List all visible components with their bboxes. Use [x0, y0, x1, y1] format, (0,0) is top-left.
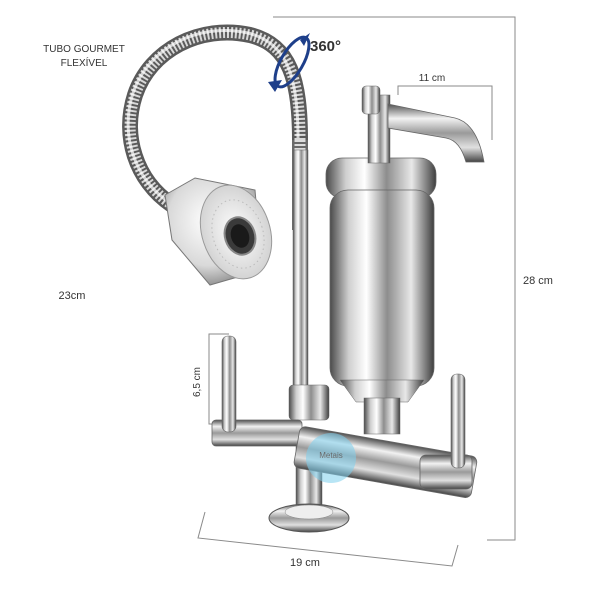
water-filter [325, 85, 485, 435]
hose-label-line1: TUBO GOURMET [43, 44, 125, 55]
watermark-text: Metais [319, 451, 343, 460]
dimension-lines [197, 16, 516, 567]
hose-length-label: 23cm [59, 290, 86, 302]
watermark-logo: Metais [306, 433, 356, 483]
rotation-arrow-icon [268, 33, 311, 92]
base-width-label: 19 cm [290, 557, 320, 569]
total-height-label: 28 cm [523, 275, 553, 287]
rotation-label: 360° [310, 38, 341, 55]
spray-head [164, 177, 273, 286]
handle-height-label: 6,5 cm [192, 367, 203, 397]
spout-width-label: 11 cm [419, 73, 446, 84]
hose-label-line2: FLEXÍVEL [61, 56, 108, 69]
